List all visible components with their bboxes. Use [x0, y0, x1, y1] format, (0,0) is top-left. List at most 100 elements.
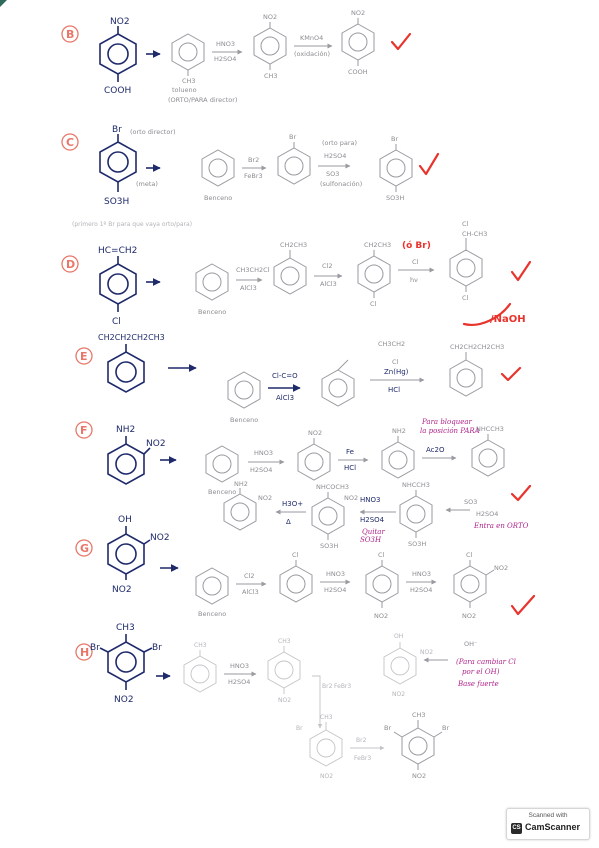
target-right-h: Br	[152, 643, 162, 653]
note-primero-br: (primero 1º Br para que vaya orto/para)	[72, 221, 192, 228]
svg-text:CH3: CH3	[278, 638, 291, 645]
target-top-d: HC=CH2	[98, 246, 137, 256]
svg-text:NO2: NO2	[420, 649, 433, 656]
section-h-badge	[75, 643, 93, 661]
watermark-caption: Scanned with	[528, 812, 568, 819]
target-side-g: NO2	[150, 533, 170, 543]
corner-mark	[0, 0, 7, 7]
camscanner-watermark: Scanned with CS CamScanner	[506, 808, 590, 840]
svg-text:NO2: NO2	[308, 429, 322, 437]
svg-text:HNO3: HNO3	[412, 570, 431, 578]
svg-text:NH2: NH2	[234, 480, 248, 488]
start-label-b: tolueno	[172, 86, 197, 94]
svg-text:NO2: NO2	[392, 691, 405, 698]
check-mark-e	[500, 366, 522, 382]
svg-text:COOH: COOH	[348, 68, 368, 76]
target-top-b: NO2	[110, 17, 130, 27]
target-top-h: CH3	[116, 623, 135, 633]
section-g-label: G	[80, 542, 89, 555]
target-top-f: NH2	[116, 425, 135, 435]
svg-text:NO2: NO2	[263, 13, 277, 21]
section-g-badge	[75, 539, 93, 557]
section-h-label: H	[80, 646, 89, 659]
magenta-note-orto: Entra en ORTO	[473, 522, 529, 530]
svg-text:Δ: Δ	[286, 518, 291, 526]
svg-text:NHCOCH3: NHCOCH3	[316, 483, 349, 491]
svg-text:HNO3: HNO3	[326, 570, 345, 578]
svg-text:CH3: CH3	[264, 72, 278, 80]
svg-text:NO2: NO2	[258, 494, 272, 502]
check-mark-c	[418, 152, 440, 176]
svg-text:CH3: CH3	[320, 714, 333, 721]
section-g: G OH NO2 NO2 Benceno Cl2 AlCl3 Cl HNO3 H…	[75, 515, 536, 620]
section-c-badge	[61, 133, 79, 151]
svg-text:Br: Br	[391, 135, 398, 143]
svg-text:Br2: Br2	[322, 683, 333, 690]
svg-text:H2SO4: H2SO4	[410, 586, 432, 594]
section-b-label: B	[66, 28, 74, 41]
svg-text:FeBr3: FeBr3	[244, 172, 263, 180]
target-side-f: NO2	[146, 439, 166, 449]
red-note-naoh: /NaOH	[490, 314, 526, 325]
svg-text:Br: Br	[442, 724, 449, 732]
target-bottom-d: Cl	[112, 317, 121, 327]
svg-text:H2SO4: H2SO4	[324, 152, 346, 160]
target-bottom-b: COOH	[104, 86, 131, 96]
section-b: B NO2 COOH CH3 tolueno (ORTO/PARA direct…	[61, 9, 412, 104]
red-note-o-br: (ó Br)	[402, 240, 431, 251]
svg-text:AlCl3: AlCl3	[320, 280, 337, 288]
svg-text:Ac2O: Ac2O	[426, 446, 445, 454]
svg-text:H2SO4: H2SO4	[476, 510, 498, 518]
magenta-note-para: la posición PARA	[420, 427, 480, 435]
svg-text:HNO3: HNO3	[216, 40, 235, 48]
svg-text:CH3: CH3	[412, 711, 426, 719]
oh-label: OH⁻	[464, 640, 477, 648]
section-f-label: F	[80, 424, 88, 437]
svg-text:NO2: NO2	[344, 494, 358, 502]
svg-text:NO2: NO2	[351, 9, 365, 17]
svg-text:Cl: Cl	[466, 551, 473, 559]
check-mark-f	[510, 484, 532, 502]
section-c: C Br (orto director) (meta) SO3H Benceno…	[61, 125, 440, 207]
target-bottom-h: NO2	[114, 695, 134, 705]
magenta-note-cambiar: (Para cambiar Cl	[456, 658, 516, 666]
svg-text:Fe: Fe	[346, 448, 354, 456]
section-e-badge	[75, 347, 93, 365]
svg-text:NO2: NO2	[374, 612, 388, 620]
magenta-note-base: Base fuerte	[457, 680, 499, 688]
target-bottom-c: SO3H	[104, 197, 129, 207]
svg-text:CH3CH2Cl: CH3CH2Cl	[236, 266, 270, 274]
svg-text:AlCl3: AlCl3	[276, 394, 294, 402]
svg-text:SO3H: SO3H	[386, 194, 404, 202]
svg-text:Br2: Br2	[248, 156, 259, 164]
svg-text:(sulfonación): (sulfonación)	[320, 180, 362, 188]
svg-text:SO3: SO3	[464, 498, 477, 506]
svg-text:H2SO4: H2SO4	[360, 516, 385, 524]
start-label-e: Benceno	[230, 416, 258, 424]
svg-text:CH3CH2: CH3CH2	[378, 340, 405, 348]
svg-text:HNO3: HNO3	[360, 496, 380, 504]
svg-text:AlCl3: AlCl3	[240, 284, 257, 292]
svg-text:NO2: NO2	[278, 697, 291, 704]
svg-text:CH2CH3: CH2CH3	[280, 241, 307, 249]
svg-text:Cl: Cl	[292, 551, 299, 559]
svg-text:H2SO4: H2SO4	[214, 55, 236, 63]
target-ring-b	[99, 33, 137, 75]
svg-text:CH2CH3: CH2CH3	[364, 241, 391, 249]
section-d: D HC=CH2 Cl Benceno CH3CH2Cl AlCl3 CH2CH…	[61, 220, 532, 327]
svg-text:KMnO4: KMnO4	[300, 34, 323, 42]
svg-text:SO3: SO3	[326, 170, 339, 178]
svg-text:CH3: CH3	[182, 77, 196, 85]
check-mark-g	[510, 594, 536, 616]
svg-text:Br: Br	[384, 724, 391, 732]
svg-text:CH3: CH3	[194, 642, 207, 649]
start-label-d: Benceno	[198, 308, 226, 316]
svg-text:NHCCH3: NHCCH3	[476, 425, 504, 433]
svg-text:NO2: NO2	[462, 612, 476, 620]
svg-text:NO2: NO2	[494, 564, 508, 572]
svg-text:Cl2: Cl2	[244, 572, 254, 580]
watermark-brand: CamScanner	[525, 822, 581, 832]
svg-text:HNO3: HNO3	[254, 449, 273, 457]
svg-text:SO3H: SO3H	[360, 536, 382, 544]
